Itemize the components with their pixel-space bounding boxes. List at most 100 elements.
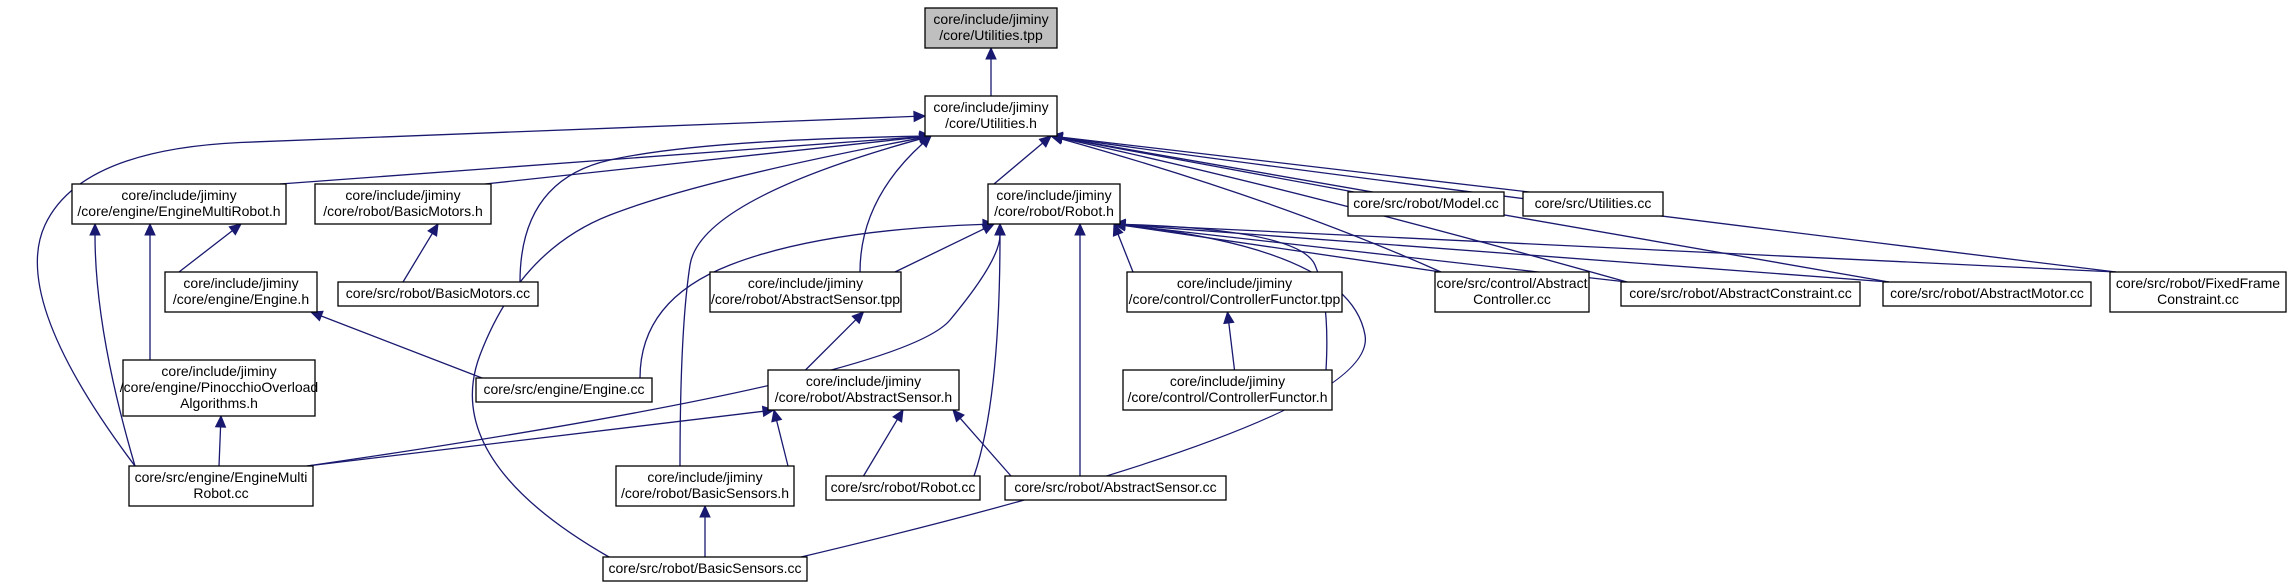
node-label-line: core/src/engine/Engine.cc xyxy=(483,381,644,397)
edge-robot-cc-to-abstract-sensor-h xyxy=(862,408,904,477)
arrowhead-icon xyxy=(144,222,156,236)
node-utilities-tpp[interactable]: core/include/jiminy/core/Utilities.tpp xyxy=(924,7,1058,49)
edge-line xyxy=(862,419,898,477)
node-label-line: core/include/jiminy xyxy=(996,187,1111,203)
node-label-line: core/src/robot/BasicMotors.cc xyxy=(346,285,530,301)
edge-line xyxy=(519,135,921,283)
node-abstract-constraint-cc[interactable]: core/src/robot/AbstractConstraint.cc xyxy=(1620,281,1861,307)
arrowhead-icon xyxy=(427,222,439,237)
node-engine-h[interactable]: core/include/jiminy/core/engine/Engine.h xyxy=(164,271,318,313)
arrowhead-icon xyxy=(892,408,904,423)
edge-utilities-cc-to-utilities-h xyxy=(1049,131,1530,193)
node-box xyxy=(709,271,902,313)
node-box xyxy=(924,7,1058,49)
node-engine-multirobot-h[interactable]: core/include/jiminy/core/engine/EngineMu… xyxy=(71,183,287,225)
node-pinocchio-overload-h[interactable]: core/include/jiminy/core/engine/Pinocchi… xyxy=(120,359,318,417)
edge-line xyxy=(679,138,921,467)
edge-line xyxy=(402,233,433,283)
node-controller-functor-tpp[interactable]: core/include/jiminy/core/control/Control… xyxy=(1126,271,1343,313)
node-label-line: core/src/robot/AbstractConstraint.cc xyxy=(1629,285,1852,301)
edge-pinocchio-overload-h-to-engine-multirobot-h xyxy=(144,222,156,361)
node-label-line: /core/Utilities.tpp xyxy=(939,27,1043,43)
edge-line xyxy=(639,223,984,379)
node-controller-functor-h[interactable]: core/include/jiminy/core/control/Control… xyxy=(1122,369,1333,411)
node-label-line: core/include/jiminy xyxy=(121,187,236,203)
edge-engine-multirobot-cc-to-robot-h xyxy=(306,222,1006,467)
node-abstract-sensor-h[interactable]: core/include/jiminy/core/robot/AbstractS… xyxy=(767,369,960,411)
node-label-line: Constraint.cc xyxy=(2157,291,2239,307)
edge-line xyxy=(36,115,915,467)
node-box xyxy=(122,359,316,417)
node-robot-h[interactable]: core/include/jiminy/core/robot/Robot.h xyxy=(987,183,1121,225)
edge-line xyxy=(1124,224,1890,283)
node-box xyxy=(337,281,539,307)
node-label-line: core/src/robot/Model.cc xyxy=(1353,195,1499,211)
edge-line xyxy=(94,234,136,467)
arrowhead-icon xyxy=(952,409,965,423)
nodes: core/include/jiminy/core/Utilities.tppco… xyxy=(71,7,2287,582)
edge-line xyxy=(859,142,924,273)
node-model-cc[interactable]: core/src/robot/Model.cc xyxy=(1347,191,1505,217)
edge-line xyxy=(973,234,1001,477)
node-label-line: core/src/Utilities.cc xyxy=(1535,195,1652,211)
edge-line xyxy=(1117,233,1134,273)
node-box xyxy=(1620,281,1861,307)
arrowhead-icon xyxy=(309,310,324,322)
edge-engine-multirobot-cc-to-abstract-sensor-h xyxy=(306,405,776,467)
node-label-line: core/src/engine/EngineMulti xyxy=(135,469,308,485)
edge-engine-cc-to-engine-h xyxy=(309,310,483,379)
edge-controller-functor-h-to-controller-functor-tpp xyxy=(1223,310,1236,371)
node-label-line: /core/engine/Engine.h xyxy=(173,291,309,307)
node-box xyxy=(128,465,314,507)
node-label-line: core/src/robot/AbstractMotor.cc xyxy=(1890,285,2084,301)
node-label-line: core/include/jiminy xyxy=(161,363,276,379)
node-label-line: /core/engine/PinocchioOverload xyxy=(120,379,318,395)
node-label-line: core/include/jiminy xyxy=(933,11,1048,27)
edge-basic-motors-h-to-utilities-h xyxy=(484,131,933,185)
node-utilities-h[interactable]: core/include/jiminy/core/Utilities.h xyxy=(924,95,1058,137)
node-box xyxy=(164,271,318,313)
node-basic-motors-cc[interactable]: core/src/robot/BasicMotors.cc xyxy=(337,281,539,307)
node-abstract-sensor-tpp[interactable]: core/include/jiminy/core/robot/AbstractS… xyxy=(709,271,902,313)
edge-robot-h-to-utilities-h xyxy=(993,135,1052,185)
edge-line xyxy=(218,426,222,467)
node-basic-sensors-cc[interactable]: core/src/robot/BasicSensors.cc xyxy=(602,556,808,582)
node-abstract-motor-cc[interactable]: core/src/robot/AbstractMotor.cc xyxy=(1882,281,2092,307)
arrowhead-icon xyxy=(214,414,227,428)
edge-engine-multirobot-cc-to-utilities-h xyxy=(36,110,927,467)
node-basic-sensors-h[interactable]: core/include/jiminy/core/robot/BasicSens… xyxy=(615,465,795,507)
node-label-line: /core/engine/EngineMultiRobot.h xyxy=(77,203,280,219)
node-engine-cc[interactable]: core/src/engine/Engine.cc xyxy=(475,377,653,403)
node-label-line: /core/control/ControllerFunctor.h xyxy=(1128,389,1328,405)
edge-abstract-sensor-cc-to-abstract-sensor-h xyxy=(952,409,1012,477)
node-engine-multirobot-cc[interactable]: core/src/engine/EngineMultiRobot.cc xyxy=(128,465,314,507)
edge-line xyxy=(805,319,857,371)
node-label-line: Controller.cc xyxy=(1473,291,1551,307)
edge-abstract-controller-cc-to-robot-h xyxy=(1112,219,1442,273)
edge-line xyxy=(471,137,921,558)
node-utilities-cc[interactable]: core/src/Utilities.cc xyxy=(1522,191,1664,217)
node-abstract-sensor-cc[interactable]: core/src/robot/AbstractSensor.cc xyxy=(1004,475,1227,501)
edge-line xyxy=(306,234,1001,467)
node-robot-cc[interactable]: core/src/robot/Robot.cc xyxy=(825,475,981,501)
edge-line xyxy=(1061,137,1628,283)
node-basic-motors-h[interactable]: core/include/jiminy/core/robot/BasicMoto… xyxy=(314,183,492,225)
edge-line xyxy=(1124,224,1442,273)
arrowhead-icon xyxy=(1038,135,1052,148)
arrowhead-icon xyxy=(1223,310,1235,325)
node-label-line: core/src/robot/FixedFrame xyxy=(2116,275,2280,291)
node-label-line: core/include/jiminy xyxy=(345,187,460,203)
node-label-line: Algorithms.h xyxy=(180,395,258,411)
edge-basic-sensors-h-to-abstract-sensor-h xyxy=(771,408,789,467)
edge-line xyxy=(484,136,921,185)
edge-line xyxy=(279,136,921,185)
edge-line xyxy=(894,228,985,273)
node-label-line: /core/robot/BasicSensors.h xyxy=(621,485,789,501)
edge-line xyxy=(776,420,789,467)
node-label-line: /core/control/ControllerFunctor.tpp xyxy=(1129,291,1341,307)
arrowhead-icon xyxy=(1112,222,1124,237)
node-box xyxy=(615,465,795,507)
node-box xyxy=(1347,191,1505,217)
